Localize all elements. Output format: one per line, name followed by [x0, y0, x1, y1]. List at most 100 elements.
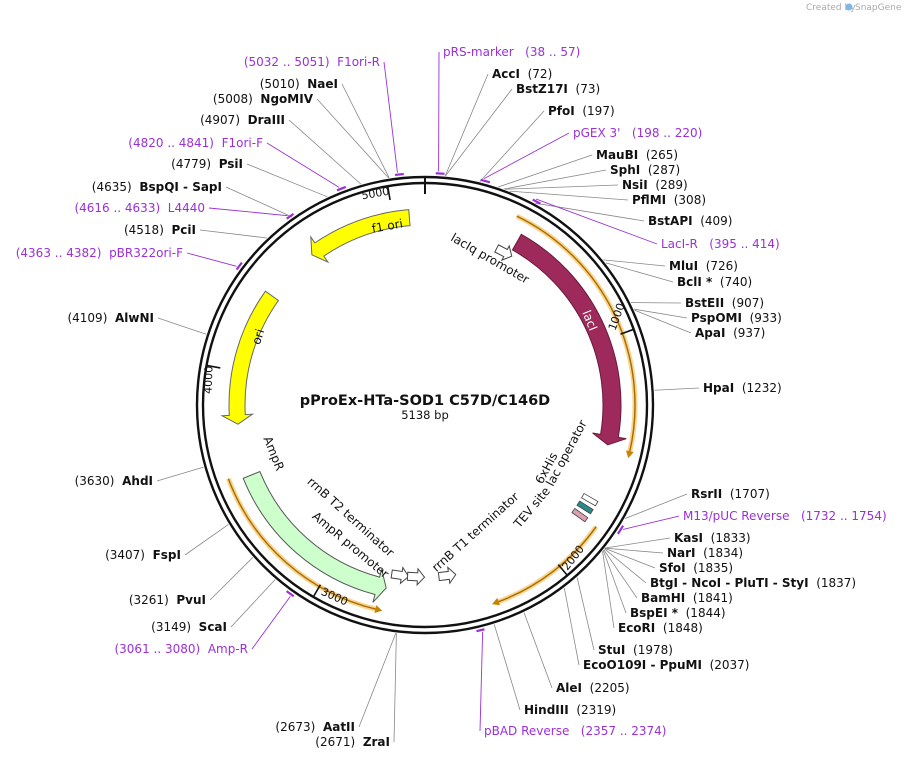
feature-6xhis	[576, 500, 594, 515]
site-leader-bamhi	[603, 549, 638, 599]
feature-ori	[220, 290, 280, 425]
primer-leader-f1ori-r	[383, 61, 398, 173]
backbone	[195, 175, 655, 635]
primer-label-l4440: (4616 .. 4633) L4440	[74, 201, 205, 215]
site-label-draiii: (4907) DraIII	[200, 113, 285, 127]
primer-label-laci-r: LacI-R (395 .. 414)	[661, 237, 780, 251]
watermark: Created by SnapGene	[806, 3, 902, 13]
site-label-sphi: SphI (287)	[610, 163, 680, 177]
watermark-prefix: Created by	[806, 3, 856, 13]
site-label-btgi-ncoi-pluti-styi: BtgI - NcoI - PluTI - StyI (1837)	[650, 576, 856, 590]
site-leader-bstapi	[535, 202, 645, 222]
site-label-alei: AleI (2205)	[556, 681, 630, 695]
site-label-aatii: (2673) AatII	[275, 720, 355, 734]
primer-leader-l4440	[208, 207, 288, 217]
site-label-pflmi: PflMI (308)	[632, 193, 706, 207]
primer-label-amp-r: (3061 .. 3080) Amp-R	[114, 642, 248, 656]
site-label-naei: (5010) NaeI	[260, 77, 338, 91]
site-label-pspomi: PspOMI (933)	[691, 311, 782, 325]
site-label-zrai: (2671) ZraI	[315, 735, 390, 749]
site-leader-pflmi	[509, 190, 629, 201]
site-label-apai: ApaI (937)	[695, 326, 765, 340]
primer-bar-f1ori-r	[394, 172, 404, 177]
site-leader-acci	[444, 73, 489, 177]
labels: AccI (72)BstZ17I (73)PfoI (197)MauBI (26…	[16, 45, 887, 749]
site-label-pfoi: PfoI (197)	[548, 104, 615, 118]
feature-ampr	[242, 470, 387, 603]
tick-mark-4000	[206, 364, 221, 369]
site-label-scai: (3149) ScaI	[151, 620, 227, 634]
site-leader-stui	[576, 577, 595, 651]
site-leader-hpai	[654, 387, 700, 391]
site-label-bstz17i: BstZ17I (73)	[516, 82, 600, 96]
orf-line-0	[516, 215, 636, 453]
site-leader-sfoi	[604, 548, 656, 569]
site-leader-naei	[341, 83, 390, 178]
primer-bar-laci-r	[532, 198, 541, 205]
feature-lac-operator	[581, 492, 599, 507]
site-leader-ecori	[602, 551, 615, 629]
primer-bar-pbad-reverse	[476, 628, 485, 633]
site-label-ahdi: (3630) AhdI	[75, 474, 153, 488]
watermark-brand: SnapGene	[855, 3, 902, 13]
feature-label-tev-site: TEV site	[510, 484, 553, 531]
site-leader-maubi	[498, 154, 593, 188]
site-leader-pvui	[209, 557, 254, 601]
plasmid-name: pProEx-HTa-SOD1 C57D/C146D	[300, 393, 550, 409]
primer-label-f1ori-r: (5032 .. 5051) F1ori-R	[244, 55, 380, 69]
orf-arrowhead-2	[374, 605, 383, 613]
feature-label-f1-ori: f1 ori	[371, 216, 404, 235]
primer-label-pbr322ori-f: (4363 .. 4382) pBR322ori-F	[16, 246, 183, 260]
site-label-bamhi: BamHI (1841)	[641, 591, 733, 605]
site-leader-apai	[634, 309, 692, 334]
site-leader-aatii	[358, 632, 397, 728]
site-label-pcii: (4518) PciI	[124, 223, 196, 237]
site-label-psii: (4779) PsiI	[171, 157, 243, 171]
label-leader-lines	[156, 51, 700, 743]
site-leader-hindiii	[493, 624, 521, 711]
site-leader-alwni	[157, 317, 207, 335]
site-leader-draiii	[288, 119, 362, 185]
site-label-fspi: (3407) FspI	[105, 548, 181, 562]
primer-leader-pbad-reverse	[479, 631, 484, 732]
site-leader-nari	[604, 547, 664, 554]
primer-bar-pbr322ori-f	[235, 261, 243, 271]
tick-mark-5000	[386, 186, 391, 201]
primer-leader-pbr322ori-f	[186, 252, 237, 267]
tick-mark-2000	[557, 564, 568, 576]
site-label-hindiii: HindIII (2319)	[524, 703, 616, 717]
primer-bar-prs-marker	[435, 172, 445, 175]
site-leader-sphi	[504, 169, 607, 190]
primer-leader-pgex-3	[483, 132, 570, 179]
site-leader-bspei	[602, 550, 627, 614]
primer-leader-f1ori-f	[266, 142, 340, 188]
primer-label-pgex-3: pGEX 3' (198 .. 220)	[573, 126, 702, 140]
site-label-stui: StuI (1978)	[598, 643, 673, 657]
orf-arcs	[226, 213, 638, 613]
site-leader-btgi-ncoi-pluti-styi	[604, 548, 647, 584]
site-leader-zrai	[393, 633, 397, 743]
site-leader-alei	[523, 612, 553, 689]
site-label-ecori: EcoRI (1848)	[618, 621, 703, 635]
site-label-ngomiv: (5008) NgoMIV	[213, 92, 314, 106]
site-label-bsteii: BstEII (907)	[685, 296, 764, 310]
tick-mark-1000	[620, 328, 634, 335]
site-leader-pfoi	[479, 110, 545, 182]
site-leader-pspomi	[634, 308, 688, 319]
site-label-sfoi: SfoI (1835)	[659, 561, 733, 575]
site-label-alwni: (4109) AlwNI	[67, 311, 154, 325]
site-leader-ecoo109i-ppumi	[563, 587, 580, 666]
feature-tev-site	[571, 507, 589, 523]
site-leader-fspi	[184, 524, 229, 556]
plasmid-length: 5138 bp	[401, 408, 449, 422]
site-label-mlui: MluI (726)	[669, 259, 738, 273]
primer-leader-m13-puc-reverse	[623, 515, 680, 530]
site-leader-psii	[246, 163, 328, 198]
site-leader-ahdi	[156, 466, 204, 482]
primer-label-pbad-reverse: pBAD Reverse (2357 .. 2374)	[484, 724, 667, 738]
feature-ampr-promoter	[390, 566, 410, 585]
snapgene-logo-icon	[845, 3, 853, 11]
primer-bar-amp-r	[285, 590, 295, 598]
